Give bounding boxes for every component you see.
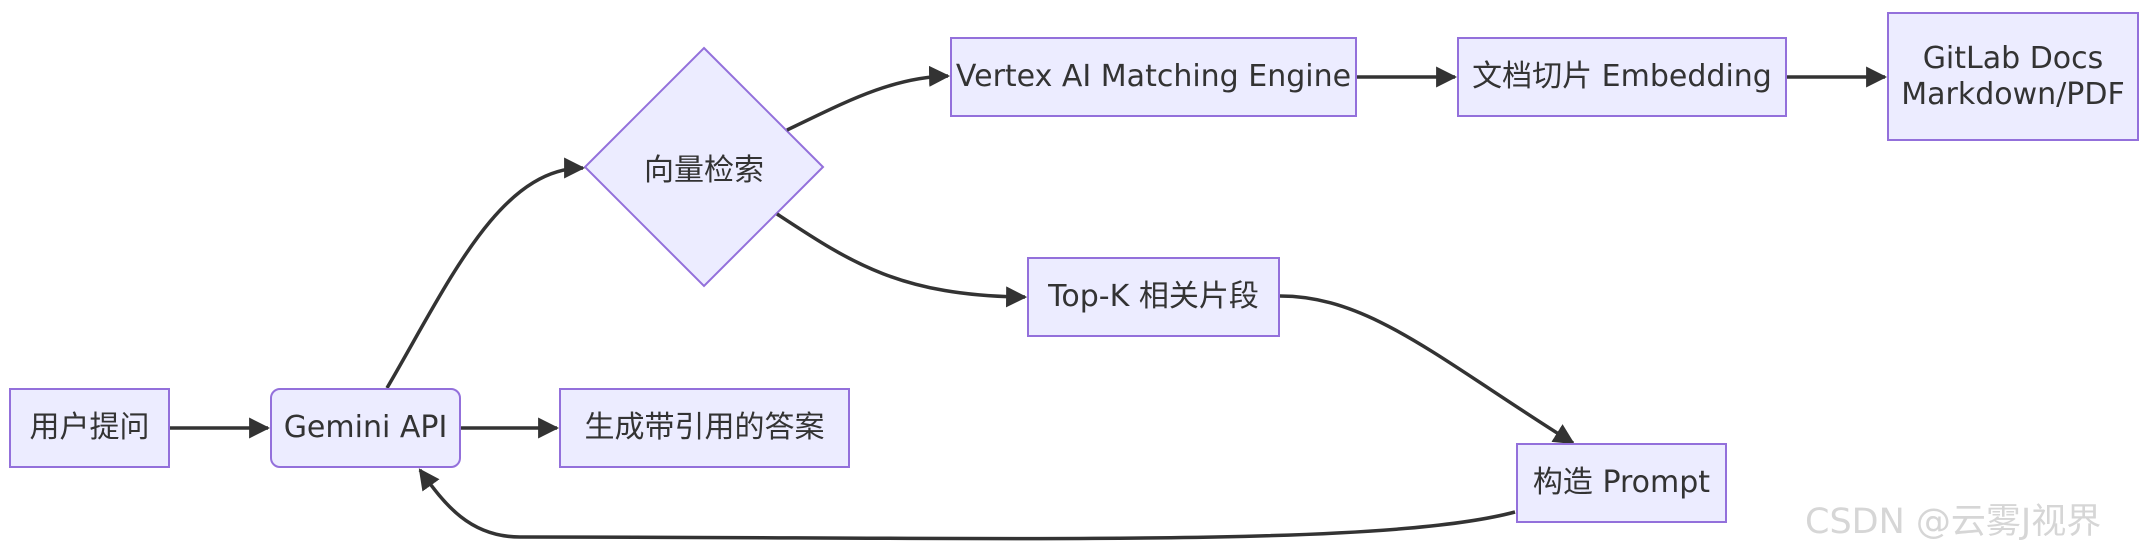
edge-gemini-to-vector-search	[385, 157, 586, 389]
doc-chunk-label: 文档切片 Embedding	[1472, 59, 1772, 94]
topk-node[interactable]: Top-K 相关片段	[1027, 257, 1280, 337]
edge-prompt-to-gemini	[418, 468, 1516, 541]
gitlab-docs-label-line2: Markdown/PDF	[1901, 76, 2125, 112]
doc-chunk-node[interactable]: 文档切片 Embedding	[1457, 37, 1787, 117]
vector-search-label: 向量检索	[644, 153, 764, 188]
edge-vector-search-to-topk	[776, 212, 1028, 308]
build-prompt-node[interactable]: 构造 Prompt	[1516, 443, 1727, 523]
gemini-api-label: Gemini API	[283, 410, 448, 445]
edge-topk-to-prompt	[1279, 294, 1575, 445]
matching-engine-label: Vertex AI Matching Engine	[955, 59, 1352, 94]
vector-search-diamond[interactable]	[583, 46, 825, 288]
user-question-node[interactable]: 用户提问	[9, 388, 170, 468]
user-question-label: 用户提问	[29, 410, 150, 445]
watermark-text: CSDN @云雾J视界	[1805, 502, 2102, 542]
matching-engine-node[interactable]: Vertex AI Matching Engine	[950, 37, 1357, 117]
build-prompt-label: 构造 Prompt	[1532, 465, 1711, 500]
topk-label: Top-K 相关片段	[1048, 279, 1259, 314]
edge-vector-search-to-matching-engine	[786, 65, 951, 132]
answer-node[interactable]: 生成带引用的答案	[559, 388, 850, 468]
gitlab-docs-node[interactable]: GitLab Docs Markdown/PDF	[1887, 12, 2139, 141]
answer-label: 生成带引用的答案	[584, 410, 825, 445]
gitlab-docs-label-line1: GitLab Docs	[1922, 40, 2104, 76]
gemini-api-node[interactable]: Gemini API	[270, 388, 461, 468]
